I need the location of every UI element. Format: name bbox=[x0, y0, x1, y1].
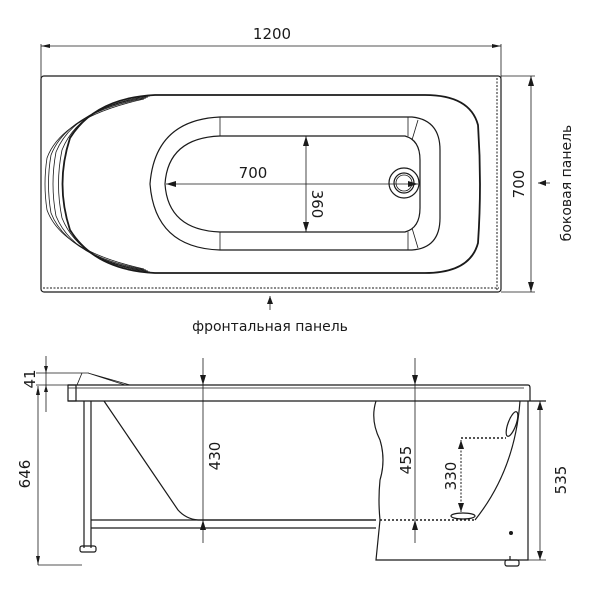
side-drain-icon bbox=[450, 512, 476, 520]
bowl-outline bbox=[61, 94, 481, 274]
dimension-total-height: 646 bbox=[16, 386, 82, 566]
left-leg bbox=[79, 401, 97, 553]
headrest-height-label: 41 bbox=[21, 369, 39, 388]
tub-front-curve bbox=[474, 400, 521, 521]
dimension-overflow-height: 330 bbox=[442, 440, 464, 512]
basin-floor bbox=[164, 135, 421, 233]
top-view: 1200 700 bbox=[40, 25, 575, 335]
overall-length-label: 1200 bbox=[253, 25, 291, 43]
tub-back-slope bbox=[103, 400, 376, 521]
front-panel-label: фронтальная панель bbox=[192, 319, 348, 335]
dimension-depth-head: 430 bbox=[200, 358, 224, 543]
side-panel-callout: боковая панель bbox=[538, 125, 575, 242]
tub-outer-rim bbox=[40, 75, 502, 293]
overall-width-label: 700 bbox=[510, 170, 528, 199]
front-panel-callout: фронтальная панель bbox=[192, 296, 348, 335]
depth-head-label: 430 bbox=[206, 442, 224, 471]
side-view: 41 646 430 455 330 bbox=[16, 356, 570, 567]
side-panel-label: боковая панель bbox=[559, 125, 575, 242]
dimension-headrest-height: 41 bbox=[21, 356, 82, 412]
panel-height-label: 535 bbox=[552, 466, 570, 495]
dimension-overall-length: 1200 bbox=[40, 25, 502, 80]
right-foot bbox=[504, 559, 520, 567]
dimension-overall-width: 700 bbox=[501, 75, 535, 293]
basin-outer bbox=[149, 116, 441, 251]
depth-drain-label: 455 bbox=[397, 446, 415, 475]
inner-length-label: 700 bbox=[239, 164, 268, 182]
overflow-icon bbox=[505, 411, 519, 437]
rim-top bbox=[68, 384, 531, 401]
dimension-inner-width: 360 bbox=[303, 136, 326, 232]
total-height-label: 646 bbox=[16, 460, 34, 489]
inner-width-label: 360 bbox=[308, 190, 326, 219]
dimension-panel-height: 535 bbox=[528, 401, 570, 561]
headrest bbox=[76, 372, 131, 386]
dimension-depth-drain: 455 bbox=[397, 358, 418, 543]
panel-cutaway bbox=[373, 400, 529, 561]
dimension-inner-length: 700 bbox=[166, 164, 418, 187]
overflow-height-label: 330 bbox=[442, 462, 460, 491]
